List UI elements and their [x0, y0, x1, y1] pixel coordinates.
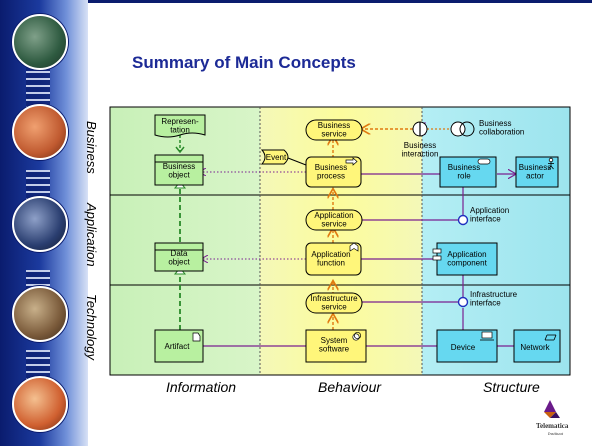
realization-arrowhead — [175, 146, 185, 154]
device-label: Device — [451, 343, 476, 352]
layer-label-application: Application — [84, 202, 99, 267]
sidebar-photo-circle — [12, 104, 68, 160]
logo-mark: Telematica Instituut — [536, 400, 569, 436]
column-label-structure: Structure — [483, 379, 540, 395]
column-label-behaviour: Behaviour — [318, 379, 382, 395]
artifact-label: Artifact — [165, 342, 191, 351]
representation-label: Represen-tation — [161, 117, 199, 135]
device-element: Device — [436, 329, 498, 363]
layer-label-business: Business — [84, 121, 99, 174]
telematica-logo: Telematica Instituut — [534, 398, 578, 438]
triggering-line — [287, 157, 307, 166]
actor-icon — [548, 157, 554, 170]
diagram-frame — [109, 106, 571, 376]
slide-title: Summary of Main Concepts — [132, 53, 356, 72]
network-icon — [544, 334, 557, 341]
device-icon — [481, 331, 493, 339]
layer-label-technology: Technology — [84, 294, 99, 362]
logo-text: Telematica — [536, 422, 569, 430]
representation-element: Represen-tation — [154, 114, 206, 138]
logo-subtext: Instituut — [547, 431, 564, 436]
event-element: Event — [260, 149, 289, 165]
process-arrow-icon — [345, 157, 358, 166]
decorative-sidebar — [0, 0, 88, 446]
network-element: Network — [513, 329, 561, 363]
artifact-element: Artifact — [154, 329, 204, 363]
sidebar-photo-circle — [12, 286, 68, 342]
network-label: Network — [520, 343, 550, 352]
sidebar-photo-circle — [12, 376, 68, 432]
system-software-icon — [352, 333, 360, 341]
column-label-information: Information — [166, 379, 236, 395]
sidebar-photo-circle — [12, 14, 68, 70]
artifact-icon — [192, 332, 201, 342]
component-icon — [432, 248, 442, 254]
sidebar-photo-circle — [12, 196, 68, 252]
role-icon — [477, 158, 491, 165]
header-rule — [88, 0, 592, 3]
function-icon — [349, 242, 359, 252]
event-label: Event — [266, 153, 287, 162]
